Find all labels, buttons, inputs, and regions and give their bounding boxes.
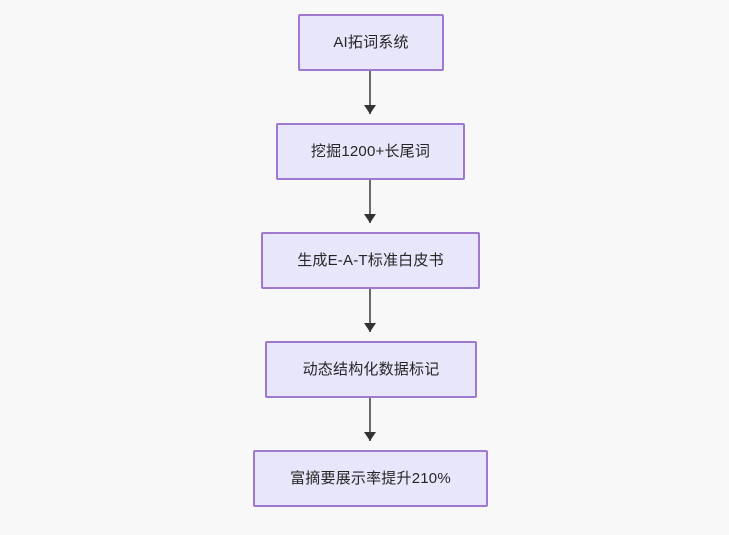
flow-connector-2 — [369, 180, 371, 223]
flow-node-n5[interactable]: 富摘要展示率提升210% — [253, 450, 488, 507]
flow-node-label: 富摘要展示率提升210% — [290, 469, 451, 487]
arrow-down-icon — [364, 105, 376, 114]
flow-node-label: 生成E-A-T标准白皮书 — [297, 251, 444, 269]
arrow-down-icon — [364, 432, 376, 441]
flow-node-label: AI拓词系统 — [333, 33, 409, 51]
flow-connector-1 — [369, 71, 371, 114]
flow-connector-4 — [369, 398, 371, 441]
flow-node-label: 动态结构化数据标记 — [302, 360, 440, 378]
arrow-down-icon — [364, 214, 376, 223]
flow-node-n3[interactable]: 生成E-A-T标准白皮书 — [261, 232, 480, 289]
flow-node-n1[interactable]: AI拓词系统 — [298, 14, 444, 71]
flow-node-n2[interactable]: 挖掘1200+长尾词 — [276, 123, 465, 180]
flow-node-label: 挖掘1200+长尾词 — [310, 142, 431, 160]
arrow-down-icon — [364, 323, 376, 332]
flow-connector-3 — [369, 289, 371, 332]
flow-node-n4[interactable]: 动态结构化数据标记 — [265, 341, 477, 398]
